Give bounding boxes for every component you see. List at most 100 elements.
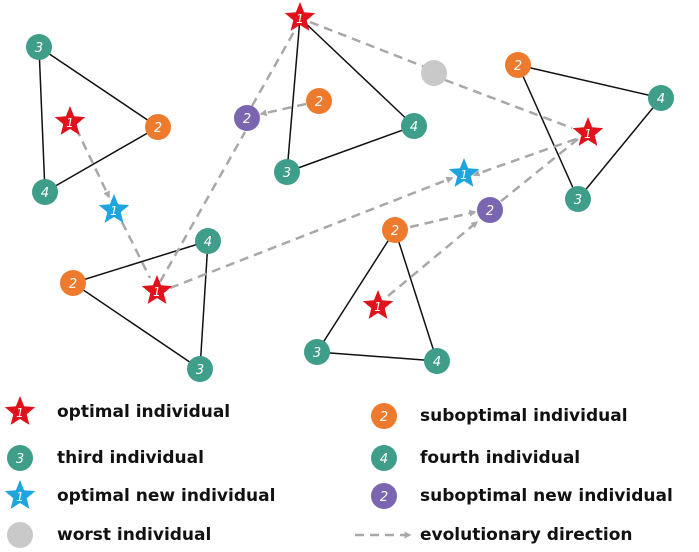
circle-icon	[565, 186, 591, 212]
third-individual: 3	[187, 356, 213, 382]
arrow-optimal-to-new	[74, 127, 111, 199]
node-label: 4	[410, 120, 418, 135]
circle-icon	[477, 197, 503, 223]
third-individual: 3	[26, 34, 52, 60]
optimal-new-individual: 1	[448, 158, 480, 187]
optimal-individual: 1	[141, 275, 173, 304]
fourth-individual: 4	[401, 113, 427, 139]
triangle-2-edge	[286, 125, 415, 173]
third-individual: 3	[304, 339, 330, 365]
node-label: 2	[154, 121, 162, 136]
triangle-2-edge	[299, 17, 415, 127]
worst-individual	[421, 60, 447, 86]
arrow-star-to-blue-star	[472, 137, 577, 177]
circle-icon	[145, 114, 171, 140]
optimal-individual: 1	[284, 2, 316, 31]
third-individual: 3	[274, 159, 300, 185]
circle-icon	[26, 34, 52, 60]
arrow-new-to-optimal	[120, 221, 152, 279]
triangle-3-edge	[517, 64, 662, 99]
red-star-icon	[572, 117, 604, 146]
node-label: 1	[374, 300, 382, 314]
suboptimal-individual: 2	[382, 217, 408, 243]
fourth-individual: 4	[424, 348, 450, 374]
node-label: 1	[110, 204, 118, 218]
triangle-4-edge	[72, 240, 209, 284]
arrow-to-purple	[158, 131, 247, 283]
optimal-individual: 1	[362, 290, 394, 319]
circle-icon	[32, 179, 58, 205]
arrow-orange-to-purple-2	[409, 209, 477, 229]
red-star-icon	[284, 2, 316, 31]
circle-icon	[424, 348, 450, 374]
fourth-individual: 4	[195, 228, 221, 254]
arrow-orange-to-purple	[259, 102, 307, 117]
node-label: 3	[196, 363, 204, 378]
triangle-5-edge	[394, 229, 438, 362]
node-label: 4	[657, 92, 665, 107]
blue-star-icon	[448, 158, 480, 187]
node-label: 2	[69, 277, 77, 292]
optimal-individual: 1	[54, 106, 86, 135]
suboptimal-individual: 2	[306, 88, 332, 114]
triangle-1-edge	[38, 46, 46, 193]
node-label: 2	[486, 204, 494, 219]
arrow-star-to-worst	[309, 20, 426, 69]
circle-icon	[648, 85, 674, 111]
node-label: 3	[35, 41, 43, 56]
individual-nodes: 3 2 4 1 1 1 4 3 2 2 2 4 3 1 1 2 4 3 1 2 3 4 1 2	[26, 2, 674, 382]
circle-icon	[274, 159, 300, 185]
triangle-3-edge	[517, 64, 579, 200]
fourth-individual: 4	[648, 85, 674, 111]
red-star-icon	[362, 290, 394, 319]
third-individual: 3	[565, 186, 591, 212]
node-label: 4	[433, 355, 441, 370]
arrow-star-to-purple-2b	[499, 138, 579, 203]
node-label: 1	[460, 168, 468, 182]
circle-icon	[421, 60, 447, 86]
arrow-purple-to-star	[250, 29, 297, 107]
arrow-worst-to-star	[444, 78, 573, 130]
triangle-4-edge	[72, 282, 201, 370]
optimal-new-individual: 1	[98, 194, 130, 223]
node-label: 4	[41, 186, 49, 201]
triangle-2-edge	[286, 17, 301, 173]
circle-icon	[306, 88, 332, 114]
circle-icon	[304, 339, 330, 365]
node-label: 1	[66, 116, 74, 130]
suboptimal-individual: 2	[145, 114, 171, 140]
node-label: 4	[204, 235, 212, 250]
triangle-5-edge	[316, 229, 396, 353]
optimal-individual: 1	[572, 117, 604, 146]
triangle-1-edge	[38, 46, 159, 128]
red-star-icon	[141, 275, 173, 304]
circle-icon	[187, 356, 213, 382]
node-label: 3	[313, 346, 321, 361]
node-label: 2	[243, 112, 251, 127]
circle-icon	[382, 217, 408, 243]
triangle-4-edge	[199, 240, 209, 370]
triangle-3-edge	[577, 97, 662, 200]
evolution-arrows	[74, 20, 579, 297]
fourth-individual: 4	[32, 179, 58, 205]
node-label: 3	[283, 166, 291, 181]
circle-icon	[195, 228, 221, 254]
circle-icon	[505, 52, 531, 78]
red-star-icon	[54, 106, 86, 135]
suboptimal-individual: 2	[505, 52, 531, 78]
arrow-to-blue-star	[169, 176, 454, 290]
node-label: 1	[584, 127, 592, 141]
triangle-edges	[38, 17, 662, 370]
suboptimal-new-individual: 2	[477, 197, 503, 223]
node-label: 2	[391, 224, 399, 239]
blue-star-icon	[98, 194, 130, 223]
triangle-1-edge	[44, 126, 159, 193]
circle-icon	[401, 113, 427, 139]
suboptimal-new-individual: 2	[234, 105, 260, 131]
node-label: 2	[315, 95, 323, 110]
node-label: 2	[514, 59, 522, 74]
arrow-star-to-purple-2	[387, 221, 479, 297]
node-label: 3	[574, 193, 582, 208]
circle-icon	[234, 105, 260, 131]
